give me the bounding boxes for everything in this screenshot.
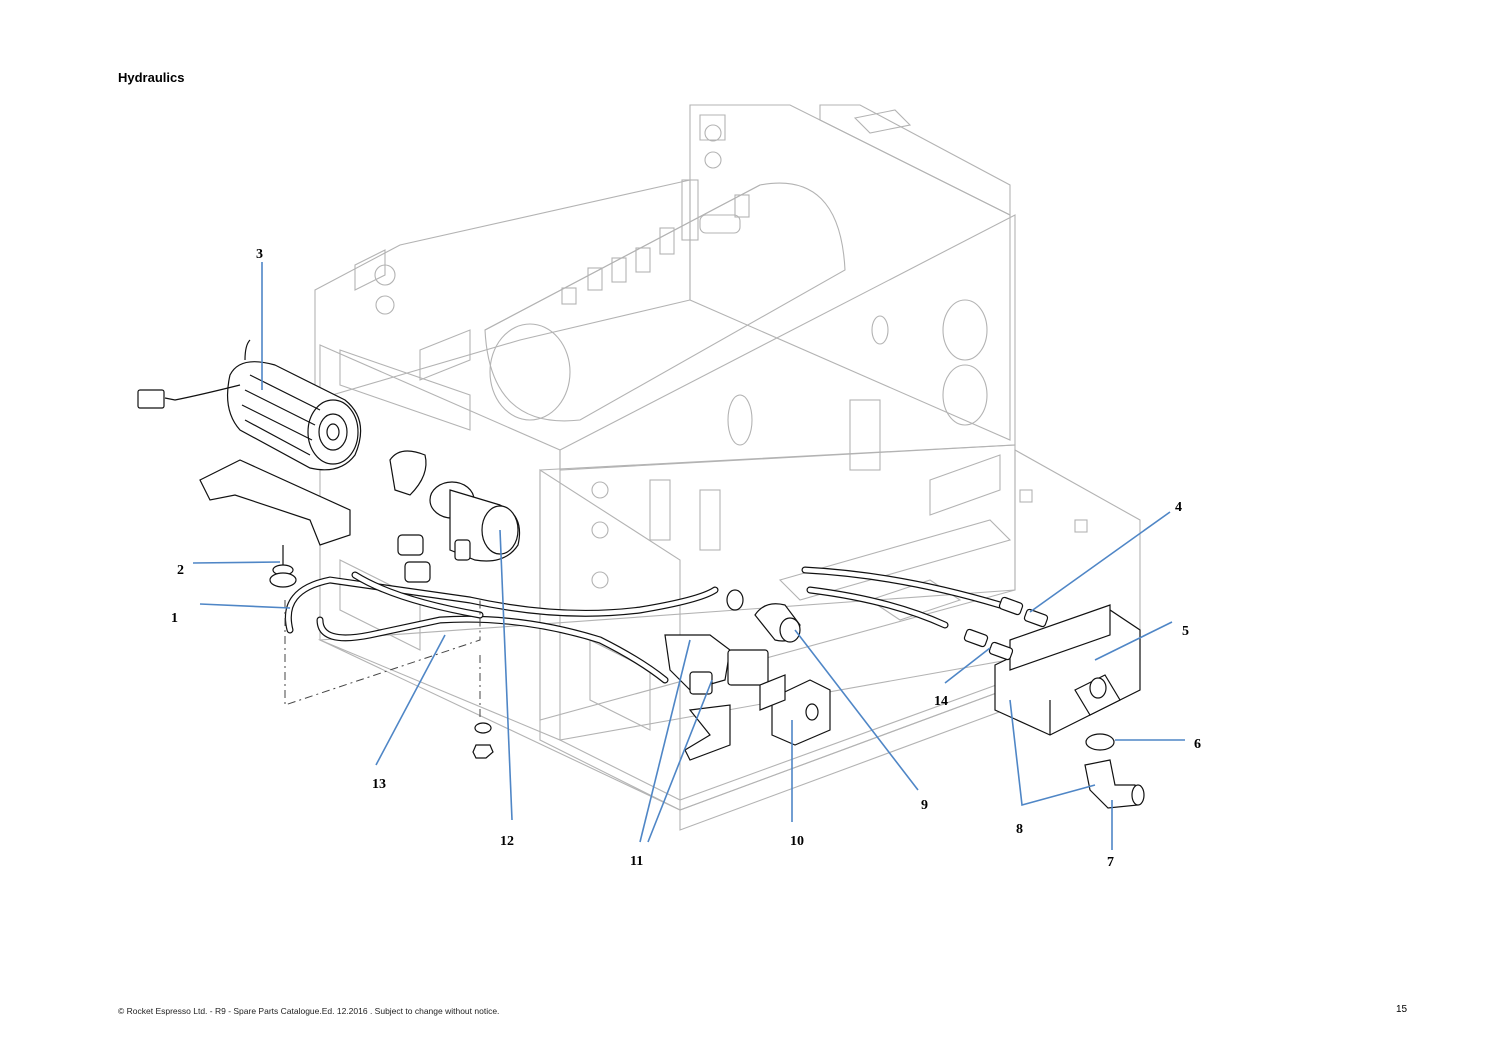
leader-4 [1029, 511, 1171, 613]
callout-6: 6 [1194, 737, 1201, 752]
leader-1 [199, 603, 291, 609]
pump-head [389, 450, 521, 583]
drain-elbow [1084, 733, 1145, 809]
copyright-footer: © Rocket Espresso Ltd. - R9 - Spare Part… [118, 1006, 500, 1016]
callout-12: 12 [500, 834, 514, 849]
leader-2 [192, 561, 281, 564]
leader-14 [944, 647, 991, 684]
water-reservoir [994, 604, 1141, 736]
page-number: 15 [1396, 1004, 1408, 1015]
leader-8 [1009, 699, 1096, 807]
callout-labels: 1 2 3 4 5 6 7 8 9 10 11 12 13 14 [171, 247, 1201, 870]
callout-3: 3 [256, 247, 263, 262]
leader-13 [375, 634, 446, 766]
leader-11b [647, 679, 713, 843]
assembly-guide-line [284, 600, 481, 706]
machine-frame [314, 104, 1141, 831]
callout-9: 9 [921, 798, 928, 813]
leader-9 [794, 629, 919, 791]
hose-fittings [963, 596, 1049, 661]
callout-1: 1 [171, 611, 178, 626]
page-title: Hydraulics [118, 70, 185, 85]
rubber-foot [269, 545, 494, 759]
callout-8: 8 [1016, 822, 1023, 837]
leader-11 [639, 639, 691, 843]
solenoid-coil [759, 674, 831, 746]
leader-5 [1094, 621, 1173, 661]
callout-13: 13 [372, 777, 386, 792]
callout-11: 11 [630, 854, 643, 869]
callout-2: 2 [177, 563, 184, 578]
callout-4: 4 [1175, 500, 1182, 515]
callout-14: 14 [934, 694, 948, 709]
leader-lines [192, 262, 1185, 850]
callout-7: 7 [1107, 855, 1114, 870]
callout-10: 10 [790, 834, 804, 849]
pump-motor [137, 339, 362, 546]
callout-5: 5 [1182, 624, 1189, 639]
hoses [284, 566, 1004, 684]
leader-12 [499, 529, 513, 821]
check-valve [726, 589, 801, 643]
